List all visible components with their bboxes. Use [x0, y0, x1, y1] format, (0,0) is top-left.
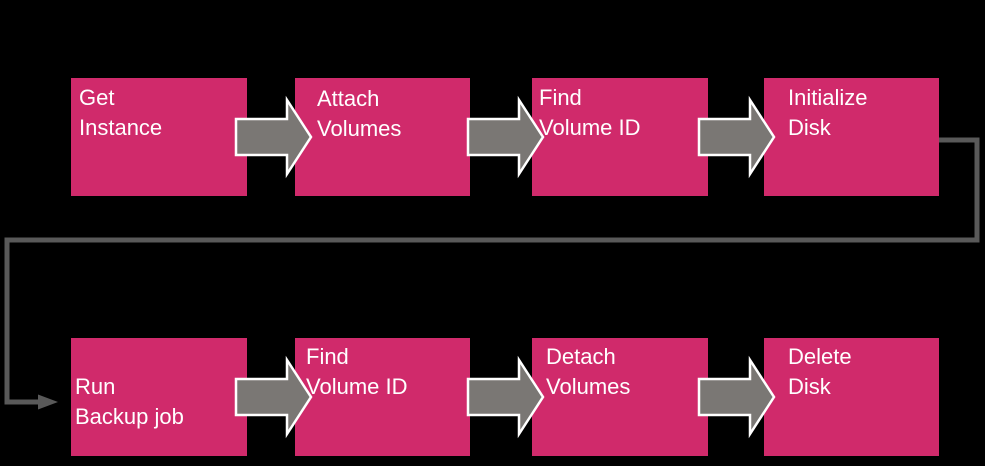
step-arrow-right-icon	[697, 355, 776, 439]
flow-node-find-volume-id-bottom: Find Volume ID	[295, 338, 470, 456]
flow-node-initialize-disk: Initialize Disk	[764, 78, 939, 196]
flow-node-delete-disk: Delete Disk	[764, 338, 939, 456]
step-arrow-right-icon	[697, 95, 776, 179]
step-arrow-right-icon	[234, 355, 313, 439]
flow-node-attach-volumes: Attach Volumes	[295, 78, 470, 196]
step-arrow-right-icon	[466, 355, 545, 439]
flow-node-detach-volumes: Detach Volumes	[532, 338, 708, 456]
step-arrow-right-icon	[466, 95, 545, 179]
flow-node-run-backup-job: Run Backup job	[71, 338, 247, 456]
step-arrow-right-icon	[234, 95, 313, 179]
flow-node-get-instance: Get Instance	[71, 78, 247, 196]
flow-node-find-volume-id-top: Find Volume ID	[532, 78, 708, 196]
